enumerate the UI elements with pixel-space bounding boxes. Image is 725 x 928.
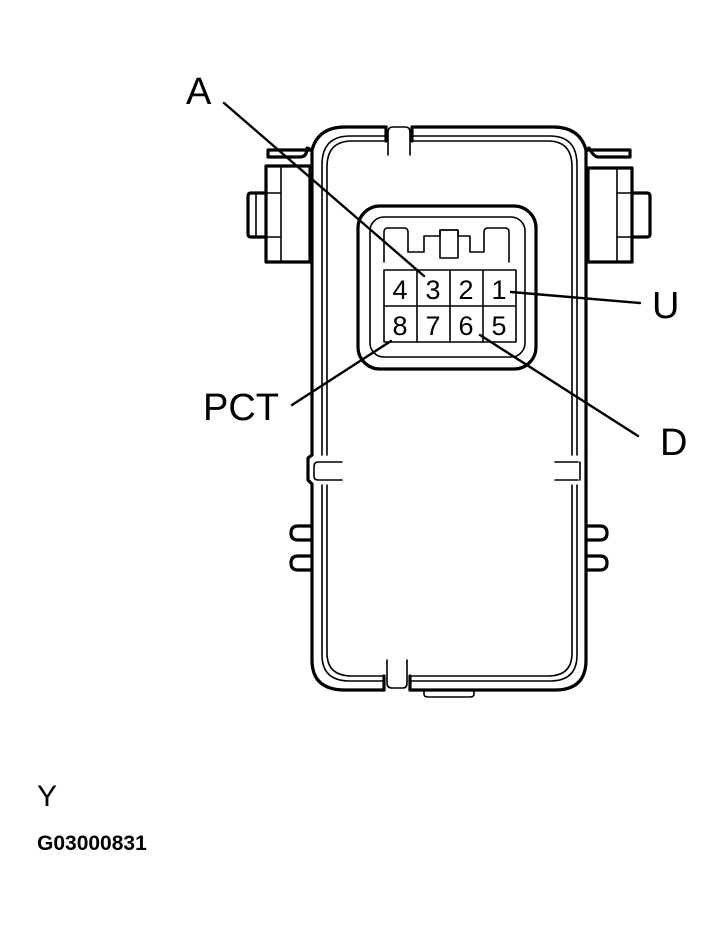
- callout-d: D: [660, 422, 687, 464]
- leader-pct: [290, 339, 393, 407]
- leader-lines: [222, 101, 642, 438]
- callout-pct: PCT: [203, 387, 279, 429]
- pin-8: 8: [392, 311, 407, 341]
- connector-housing: [289, 125, 609, 698]
- leader-d: [478, 333, 640, 438]
- figure-code: G03000831: [37, 832, 147, 855]
- pin-4: 4: [392, 275, 407, 305]
- left-bracket: [246, 146, 314, 264]
- leader-u: [509, 290, 642, 305]
- pin-labels: 4 3 2 1 8 7 6 5: [392, 275, 506, 341]
- callout-a: A: [186, 71, 212, 113]
- connector-face: [356, 204, 538, 371]
- pin-7: 7: [425, 311, 440, 341]
- pin-2: 2: [458, 275, 473, 305]
- view-label: Y: [37, 780, 58, 813]
- pin-5: 5: [491, 311, 506, 341]
- right-bracket: [584, 146, 652, 264]
- pin-6: 6: [458, 311, 473, 341]
- pin-1: 1: [491, 275, 506, 305]
- callout-u: U: [652, 285, 679, 327]
- leader-a: [222, 101, 426, 278]
- pin-3: 3: [425, 275, 440, 305]
